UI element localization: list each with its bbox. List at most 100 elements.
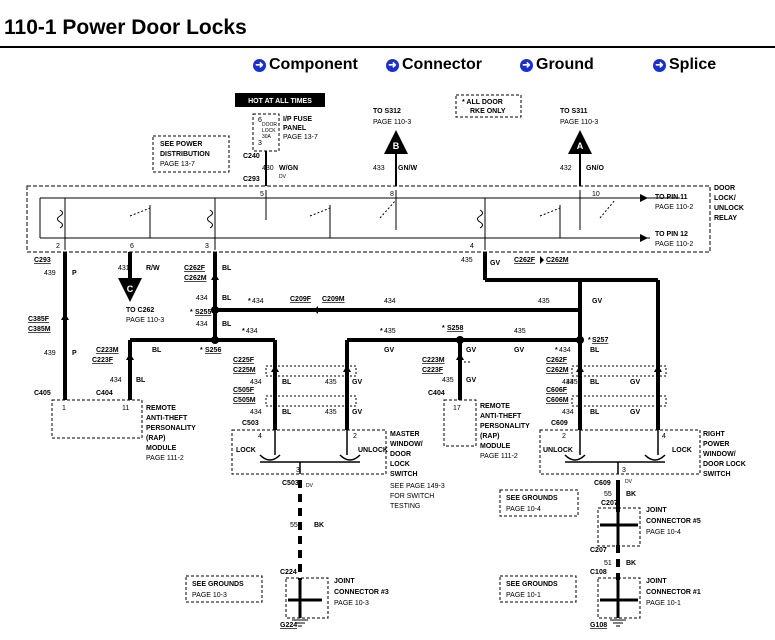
svg-text:PAGE 110-2: PAGE 110-2 <box>655 241 693 248</box>
svg-text:B: B <box>393 141 400 151</box>
svg-text:POWER: POWER <box>703 441 729 448</box>
joint-connector-5: JOINT CONNECTOR #5 PAGE 10-4 <box>597 507 701 547</box>
svg-text:1: 1 <box>62 405 66 412</box>
to-s312-reference: TO S312 PAGE 110-3 B 433 GN/W <box>373 108 417 172</box>
svg-text:C209M: C209M <box>322 296 345 303</box>
svg-text:C293: C293 <box>243 176 260 183</box>
svg-text:C224: C224 <box>280 569 297 576</box>
svg-text:DISTRIBUTION: DISTRIBUTION <box>160 151 210 158</box>
svg-text:C262F: C262F <box>546 357 568 364</box>
svg-text:*: * <box>588 337 591 344</box>
see-grounds-note-right: SEE GROUNDS PAGE 10-1 <box>499 575 577 603</box>
svg-text:55: 55 <box>604 491 612 498</box>
arrow-right-circle-icon: ➜ <box>520 59 533 72</box>
svg-text:JOINT: JOINT <box>334 578 355 585</box>
joint-connector-1: JOINT CONNECTOR #1 PAGE 10-1 <box>597 577 701 619</box>
svg-text:C404: C404 <box>96 390 113 397</box>
svg-text:C405: C405 <box>34 390 51 397</box>
svg-text:GV: GV <box>592 298 602 305</box>
svg-text:*: * <box>200 347 203 354</box>
svg-text:(RAP): (RAP) <box>146 435 165 442</box>
svg-text:BL: BL <box>222 265 232 272</box>
svg-text:C: C <box>127 284 134 294</box>
to-c262-reference: C TO C262 PAGE 110-3 <box>118 278 164 324</box>
svg-text:S255: S255 <box>195 309 211 316</box>
svg-text:C385M: C385M <box>28 326 51 333</box>
svg-text:PAGE 13-7: PAGE 13-7 <box>283 134 318 141</box>
ground-wires <box>298 480 620 580</box>
svg-text:C207: C207 <box>590 547 607 554</box>
svg-text:* ALL DOOR: * ALL DOOR <box>462 99 503 106</box>
svg-text:PAGE 111-2: PAGE 111-2 <box>146 455 184 462</box>
svg-text:BL: BL <box>590 409 600 416</box>
fuse-panel: 6 DOOR LOCK 30A 3 I/P FUSE PANEL PAGE 13… <box>252 113 318 152</box>
svg-text:434: 434 <box>250 409 262 416</box>
svg-text:BL: BL <box>590 347 600 354</box>
svg-text:SWITCH: SWITCH <box>390 471 418 478</box>
see-power-distribution-note: SEE POWER DISTRIBUTION PAGE 13-7 <box>152 135 230 173</box>
legend-label: Splice <box>669 56 717 73</box>
svg-text:C262F: C262F <box>514 257 536 264</box>
svg-text:ANTI-THEFT: ANTI-THEFT <box>146 415 188 422</box>
svg-text:P: P <box>72 350 77 357</box>
svg-text:PERSONALITY: PERSONALITY <box>480 423 530 430</box>
legend-component-link[interactable]: ➜Component <box>253 56 358 74</box>
svg-text:434: 434 <box>562 409 574 416</box>
svg-text:C223M: C223M <box>422 357 445 364</box>
svg-text:431: 431 <box>118 265 130 272</box>
legend-ground-link[interactable]: ➜Ground <box>520 56 594 74</box>
svg-text:C503: C503 <box>282 480 299 487</box>
splice-s256 <box>211 336 219 344</box>
svg-text:G224: G224 <box>280 622 297 629</box>
svg-text:C223F: C223F <box>92 357 114 364</box>
splice-s255 <box>211 306 219 314</box>
svg-text:*: * <box>555 347 558 354</box>
svg-text:CONNECTOR #5: CONNECTOR #5 <box>646 518 701 525</box>
svg-text:TO S311: TO S311 <box>560 108 588 115</box>
svg-text:C262M: C262M <box>546 367 569 374</box>
svg-text:434: 434 <box>196 295 208 302</box>
right-power-window-door-lock-switch: 2 4 UNLOCK LOCK 3 RIGHT POWER WINDOW/ DO… <box>539 429 746 478</box>
svg-text:C404: C404 <box>428 390 445 397</box>
svg-text:GV: GV <box>514 347 524 354</box>
svg-text:6: 6 <box>258 117 262 124</box>
svg-text:*: * <box>442 325 445 332</box>
svg-text:8: 8 <box>390 191 394 198</box>
svg-text:4: 4 <box>662 433 666 440</box>
svg-text:RKE ONLY: RKE ONLY <box>470 108 506 115</box>
svg-text:CONNECTOR #3: CONNECTOR #3 <box>334 589 389 596</box>
svg-text:PAGE 111-2: PAGE 111-2 <box>480 453 518 460</box>
legend-label: Connector <box>402 56 482 73</box>
svg-text:435: 435 <box>514 328 526 335</box>
arrow-right-circle-icon: ➜ <box>653 59 666 72</box>
svg-text:GV: GV <box>466 347 476 354</box>
svg-text:*: * <box>380 328 383 335</box>
svg-text:434: 434 <box>562 379 574 386</box>
svg-text:RIGHT: RIGHT <box>703 431 726 438</box>
svg-text:435: 435 <box>325 379 337 386</box>
svg-text:C262M: C262M <box>546 257 569 264</box>
svg-text:UNLOCK: UNLOCK <box>543 447 573 454</box>
svg-text:434: 434 <box>196 321 208 328</box>
svg-text:ANTI-THEFT: ANTI-THEFT <box>480 413 522 420</box>
svg-text:GV: GV <box>352 409 362 416</box>
svg-text:C385F: C385F <box>28 316 50 323</box>
svg-text:C225M: C225M <box>233 367 256 374</box>
svg-text:GN/W: GN/W <box>398 165 417 172</box>
splice-s258 <box>456 336 464 344</box>
svg-text:433: 433 <box>373 165 385 172</box>
svg-text:2: 2 <box>353 433 357 440</box>
svg-text:2: 2 <box>562 433 566 440</box>
svg-text:DOOR: DOOR <box>390 451 411 458</box>
svg-text:439: 439 <box>44 270 56 277</box>
svg-text:UNLOCK: UNLOCK <box>714 205 744 212</box>
legend-splice-link[interactable]: ➜Splice <box>653 56 716 74</box>
legend-connector-link[interactable]: ➜Connector <box>386 56 482 74</box>
svg-text:TO PIN 11: TO PIN 11 <box>655 194 688 201</box>
svg-text:PANEL: PANEL <box>283 125 307 132</box>
svg-text:3: 3 <box>622 467 626 474</box>
svg-text:C606M: C606M <box>546 397 569 404</box>
svg-text:C223M: C223M <box>96 347 119 354</box>
